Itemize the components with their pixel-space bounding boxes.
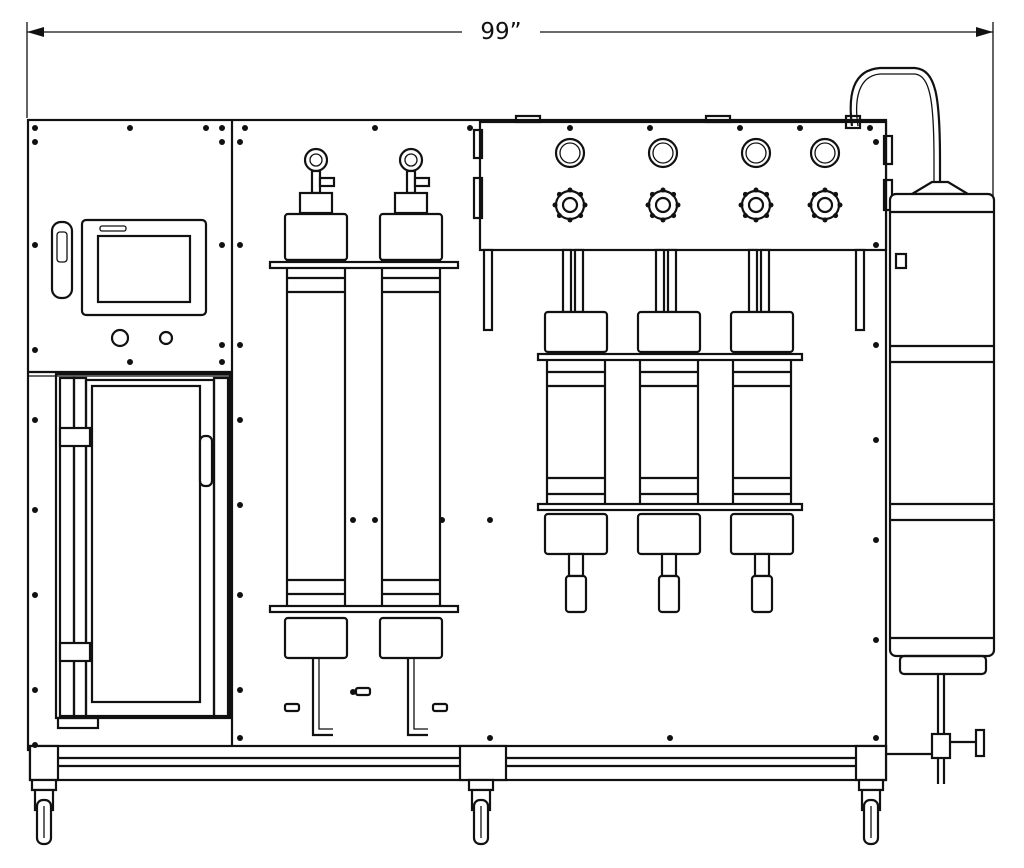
bolt-icon bbox=[219, 242, 225, 248]
bolt-icon bbox=[567, 125, 573, 131]
bolt-icon bbox=[32, 139, 38, 145]
slot-icon bbox=[431, 702, 449, 713]
bolt-icon bbox=[487, 735, 493, 741]
bolt-icon bbox=[237, 139, 243, 145]
clamp-bar bbox=[536, 502, 804, 512]
bolt-icon bbox=[219, 359, 225, 365]
bolt-icon bbox=[219, 342, 225, 348]
caster-wheel bbox=[467, 778, 495, 846]
clamp-bar bbox=[268, 604, 460, 614]
bolt-icon bbox=[32, 592, 38, 598]
control-panel bbox=[50, 218, 208, 348]
bolt-icon bbox=[873, 437, 879, 443]
clamp-bar bbox=[268, 260, 460, 270]
drain-valve-handle bbox=[974, 728, 986, 758]
base-rail bbox=[28, 744, 888, 782]
bolt-icon bbox=[237, 735, 243, 741]
bolt-icon bbox=[237, 417, 243, 423]
bolt-icon bbox=[32, 507, 38, 513]
caster-wheel bbox=[30, 778, 58, 846]
door-hinge bbox=[58, 641, 92, 663]
generated-parts bbox=[30, 125, 885, 846]
bolt-icon bbox=[237, 592, 243, 598]
bolt-icon bbox=[242, 125, 248, 131]
bolt-icon bbox=[647, 125, 653, 131]
cartridge-housing bbox=[636, 248, 702, 614]
bolt-icon bbox=[32, 417, 38, 423]
bolt-icon bbox=[237, 502, 243, 508]
bolt-icon bbox=[873, 139, 879, 145]
bolt-icon bbox=[873, 735, 879, 741]
bolt-icon bbox=[372, 517, 378, 523]
cartridge-housing bbox=[729, 248, 795, 614]
key-switch bbox=[158, 330, 174, 346]
support-rod bbox=[482, 248, 494, 332]
bolt-icon bbox=[32, 687, 38, 693]
bolt-icon bbox=[219, 125, 225, 131]
bolt-icon bbox=[487, 517, 493, 523]
bolt-icon bbox=[203, 125, 209, 131]
gauge-panel bbox=[472, 114, 894, 252]
overall-width-dimension: 99” bbox=[462, 14, 540, 50]
cartridge-housing bbox=[543, 248, 609, 614]
touchscreen-display bbox=[96, 234, 192, 304]
pressure-gauge-icon bbox=[303, 147, 329, 173]
filter-housing bbox=[283, 147, 349, 737]
bolt-icon bbox=[873, 242, 879, 248]
slot-icon bbox=[354, 686, 372, 697]
door-handle bbox=[198, 434, 214, 488]
bolt-icon bbox=[127, 125, 133, 131]
pressure-vessel bbox=[844, 66, 996, 784]
bolt-icon bbox=[127, 359, 133, 365]
bolt-icon bbox=[219, 139, 225, 145]
filter-housing bbox=[378, 147, 444, 737]
bolt-icon bbox=[467, 125, 473, 131]
bolt-icon bbox=[32, 242, 38, 248]
door-hinge bbox=[58, 426, 92, 448]
bolt-icon bbox=[32, 125, 38, 131]
bolt-icon bbox=[867, 125, 873, 131]
support-rod bbox=[854, 248, 866, 332]
drain-valve bbox=[930, 732, 952, 760]
bolt-icon bbox=[873, 637, 879, 643]
touchscreen-bezel bbox=[80, 218, 208, 317]
bolt-icon bbox=[873, 342, 879, 348]
bolt-icon bbox=[372, 125, 378, 131]
barcode-scanner-icon bbox=[50, 220, 74, 300]
clamp-bar bbox=[536, 352, 804, 362]
bolt-icon bbox=[32, 742, 38, 748]
bolt-icon bbox=[32, 347, 38, 353]
caster-wheel bbox=[857, 778, 885, 846]
bolt-icon bbox=[873, 537, 879, 543]
power-button bbox=[110, 328, 130, 348]
bolt-icon bbox=[237, 687, 243, 693]
bolt-icon bbox=[237, 342, 243, 348]
slot-icon bbox=[283, 702, 301, 713]
bolt-icon bbox=[797, 125, 803, 131]
bolt-icon bbox=[237, 242, 243, 248]
bolt-icon bbox=[737, 125, 743, 131]
cabinet-door bbox=[54, 372, 232, 730]
bolt-icon bbox=[350, 517, 356, 523]
pressure-gauge-icon bbox=[398, 147, 424, 173]
bolt-icon bbox=[350, 689, 356, 695]
bolt-icon bbox=[667, 735, 673, 741]
